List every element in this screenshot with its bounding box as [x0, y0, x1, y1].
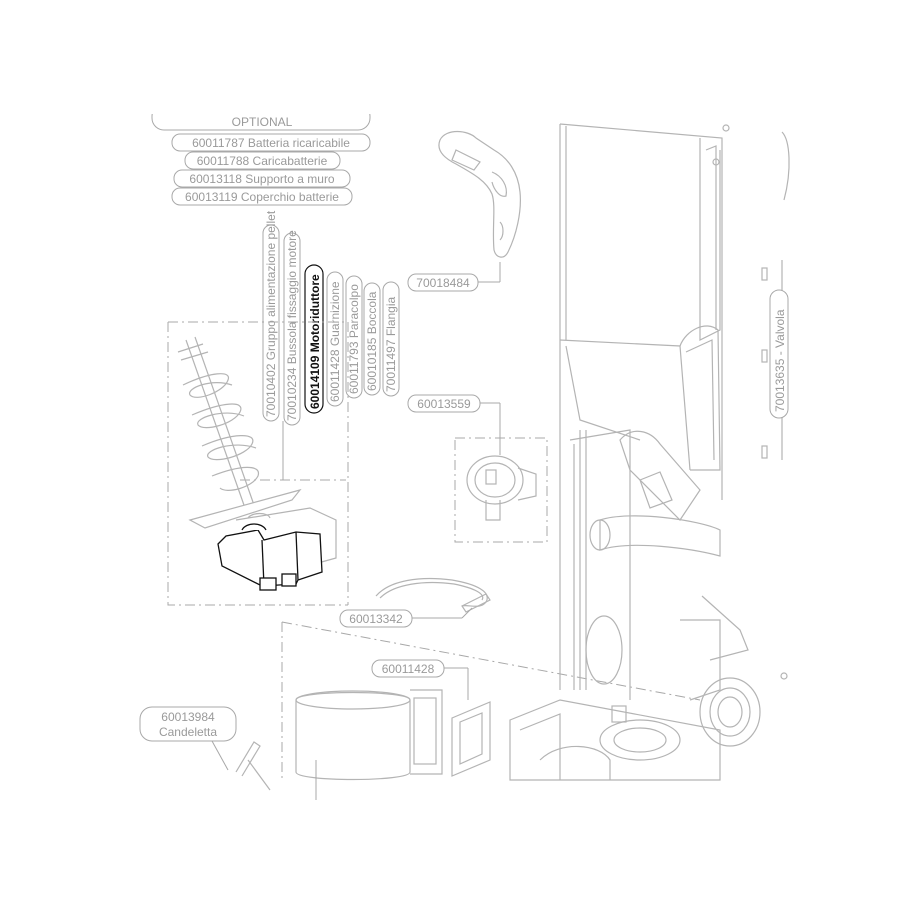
label-bumper[interactable]: 60011793 Paracolpo: [345, 275, 363, 399]
combustion-chamber-icon: [569, 429, 749, 701]
svg-text:60011428 Guarnizione: 60011428 Guarnizione: [328, 281, 342, 402]
callout-gasket[interactable]: 60011428: [371, 659, 445, 678]
callout-valve[interactable]: 70013635 - Valvola: [769, 289, 789, 419]
svg-text:70013635 - Valvola: 70013635 - Valvola: [773, 309, 787, 412]
svg-text:60013118 Supporto a muro: 60013118 Supporto a muro: [189, 172, 335, 186]
optional-header: OPTIONAL: [232, 115, 293, 129]
gear-motor-icon: [217, 507, 337, 591]
label-bushing[interactable]: 60010185 Boccola: [363, 282, 381, 396]
svg-text:60013559: 60013559: [417, 397, 471, 411]
vertical-part-labels: 70010402 Gruppo alimentazione pellet 700…: [262, 210, 400, 426]
remote-control-icon: [438, 130, 521, 258]
svg-text:60013342: 60013342: [349, 612, 403, 626]
optional-accessories-group: OPTIONAL 60011787 Batteria ricaricabile …: [150, 92, 380, 206]
callout-remote[interactable]: 70018484: [407, 273, 479, 292]
igniter-icon: [235, 741, 271, 791]
thermocouple-icon: [375, 577, 491, 613]
svg-text:60011788 Caricabatterie: 60011788 Caricabatterie: [197, 154, 328, 168]
optional-header-pill: OPTIONAL: [150, 92, 380, 131]
svg-text:60011787 Batteria ricaricabile: 60011787 Batteria ricaricabile: [192, 136, 350, 150]
flat-gasket-icon: [451, 701, 491, 777]
optional-item-wall-bracket[interactable]: 60013118 Supporto a muro: [173, 169, 351, 188]
svg-text:60011428: 60011428: [382, 662, 435, 676]
svg-text:Candeletta: Candeletta: [159, 725, 217, 739]
label-gasket[interactable]: 60011428 Guarnizione: [326, 271, 344, 407]
optional-item-battery[interactable]: 60011787 Batteria ricaricabile: [171, 133, 371, 152]
svg-text:60011793 Paracolpo: 60011793 Paracolpo: [347, 284, 361, 394]
pressure-switch-icon: [466, 455, 537, 521]
igniter-group: 60013984 Candeletta: [139, 706, 271, 791]
label-motor-bushing[interactable]: 70010234 Bussola fissaggio motore: [283, 230, 301, 426]
svg-text:70010234 Bussola fissaggio mot: 70010234 Bussola fissaggio motore: [285, 230, 299, 421]
svg-text:70018484: 70018484: [416, 276, 470, 290]
pressure-switch-group: 60013559: [407, 394, 548, 543]
label-gear-motor[interactable]: 60014109 Motoriduttore: [304, 264, 324, 414]
optional-item-battery-cover[interactable]: 60013119 Coperchio batterie: [171, 187, 353, 206]
exhaust-area: 60011428: [281, 621, 701, 800]
svg-text:60013984: 60013984: [161, 710, 215, 724]
exhaust-tube-icon: [295, 689, 443, 800]
callout-igniter[interactable]: 60013984 Candeletta: [139, 706, 237, 742]
callout-thermocouple[interactable]: 60013342: [339, 609, 413, 628]
svg-text:60010185 Boccola: 60010185 Boccola: [365, 291, 379, 391]
label-flange[interactable]: 70011497 Flangia: [382, 281, 400, 397]
optional-item-charger[interactable]: 60011788 Caricabatterie: [184, 151, 341, 170]
svg-text:60013119 Coperchio batterie: 60013119 Coperchio batterie: [185, 190, 339, 204]
svg-text:70011497 Flangia: 70011497 Flangia: [384, 296, 398, 392]
auger-motor-assembly: [167, 321, 349, 606]
svg-text:60014109 Motoriduttore: 60014109 Motoriduttore: [308, 274, 322, 409]
callout-pressure-switch[interactable]: 60013559: [407, 394, 481, 413]
fan-assembly-icon: [509, 677, 761, 781]
pellet-hopper-icon: [559, 325, 721, 471]
stove-back-panel-icon: [559, 123, 730, 690]
thermocouple-group: 60013342: [339, 577, 491, 628]
svg-text:70010402 Gruppo alimentazione: 70010402 Gruppo alimentazione pellet: [264, 210, 278, 417]
label-pellet-feed-group[interactable]: 70010402 Gruppo alimentazione pellet: [262, 210, 280, 422]
stove-body: 70013635 - Valvola: [509, 123, 790, 781]
auger-screw-icon: [177, 336, 302, 529]
remote-control-group: 70018484: [407, 130, 521, 292]
